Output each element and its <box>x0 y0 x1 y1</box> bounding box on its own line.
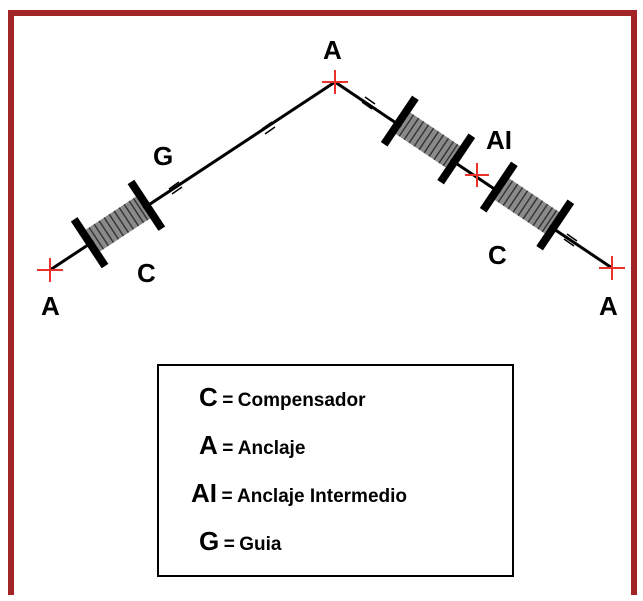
label-anchor-right: A <box>599 291 618 321</box>
label-anchor-intermediate: AI <box>486 125 512 155</box>
legend-symbol: AI <box>191 478 217 508</box>
anchor-marker-right <box>599 256 625 280</box>
legend-symbol: G <box>199 526 220 556</box>
legend-text: Compensador <box>237 390 366 411</box>
legend-item-guia: G = Guia <box>199 526 281 557</box>
label-compensator-left: C <box>137 258 156 288</box>
legend-symbol: A <box>199 430 218 460</box>
legend-equals: = <box>221 486 233 507</box>
legend-box: C = Compensador A = Anclaje AI = Anclaje… <box>157 364 514 577</box>
legend-item-compensador: C = Compensador <box>199 382 366 413</box>
legend-equals: = <box>222 390 234 411</box>
label-compensator-right: C <box>488 240 507 270</box>
legend-equals: = <box>222 438 234 459</box>
anchor-marker-left <box>37 258 63 282</box>
compensator-right-lower <box>479 161 575 251</box>
anchor-marker-top <box>322 70 348 94</box>
guide-marks <box>168 96 578 247</box>
label-guide: G <box>153 141 173 171</box>
compensator-left <box>70 179 166 269</box>
legend-text: Anclaje Intermedio <box>237 486 408 507</box>
legend-item-anclaje: A = Anclaje <box>199 430 305 461</box>
legend-text: Anclaje <box>237 438 306 459</box>
label-anchor-top: A <box>323 35 342 65</box>
compensator-right-upper <box>380 95 476 185</box>
anchor-marker-intermediate <box>465 163 489 187</box>
legend-symbol: C <box>199 382 218 412</box>
legend-equals: = <box>223 534 235 555</box>
label-anchor-left: A <box>41 291 60 321</box>
legend-text: Guia <box>239 534 282 555</box>
legend-item-anclaje-intermedio: AI = Anclaje Intermedio <box>191 478 407 509</box>
